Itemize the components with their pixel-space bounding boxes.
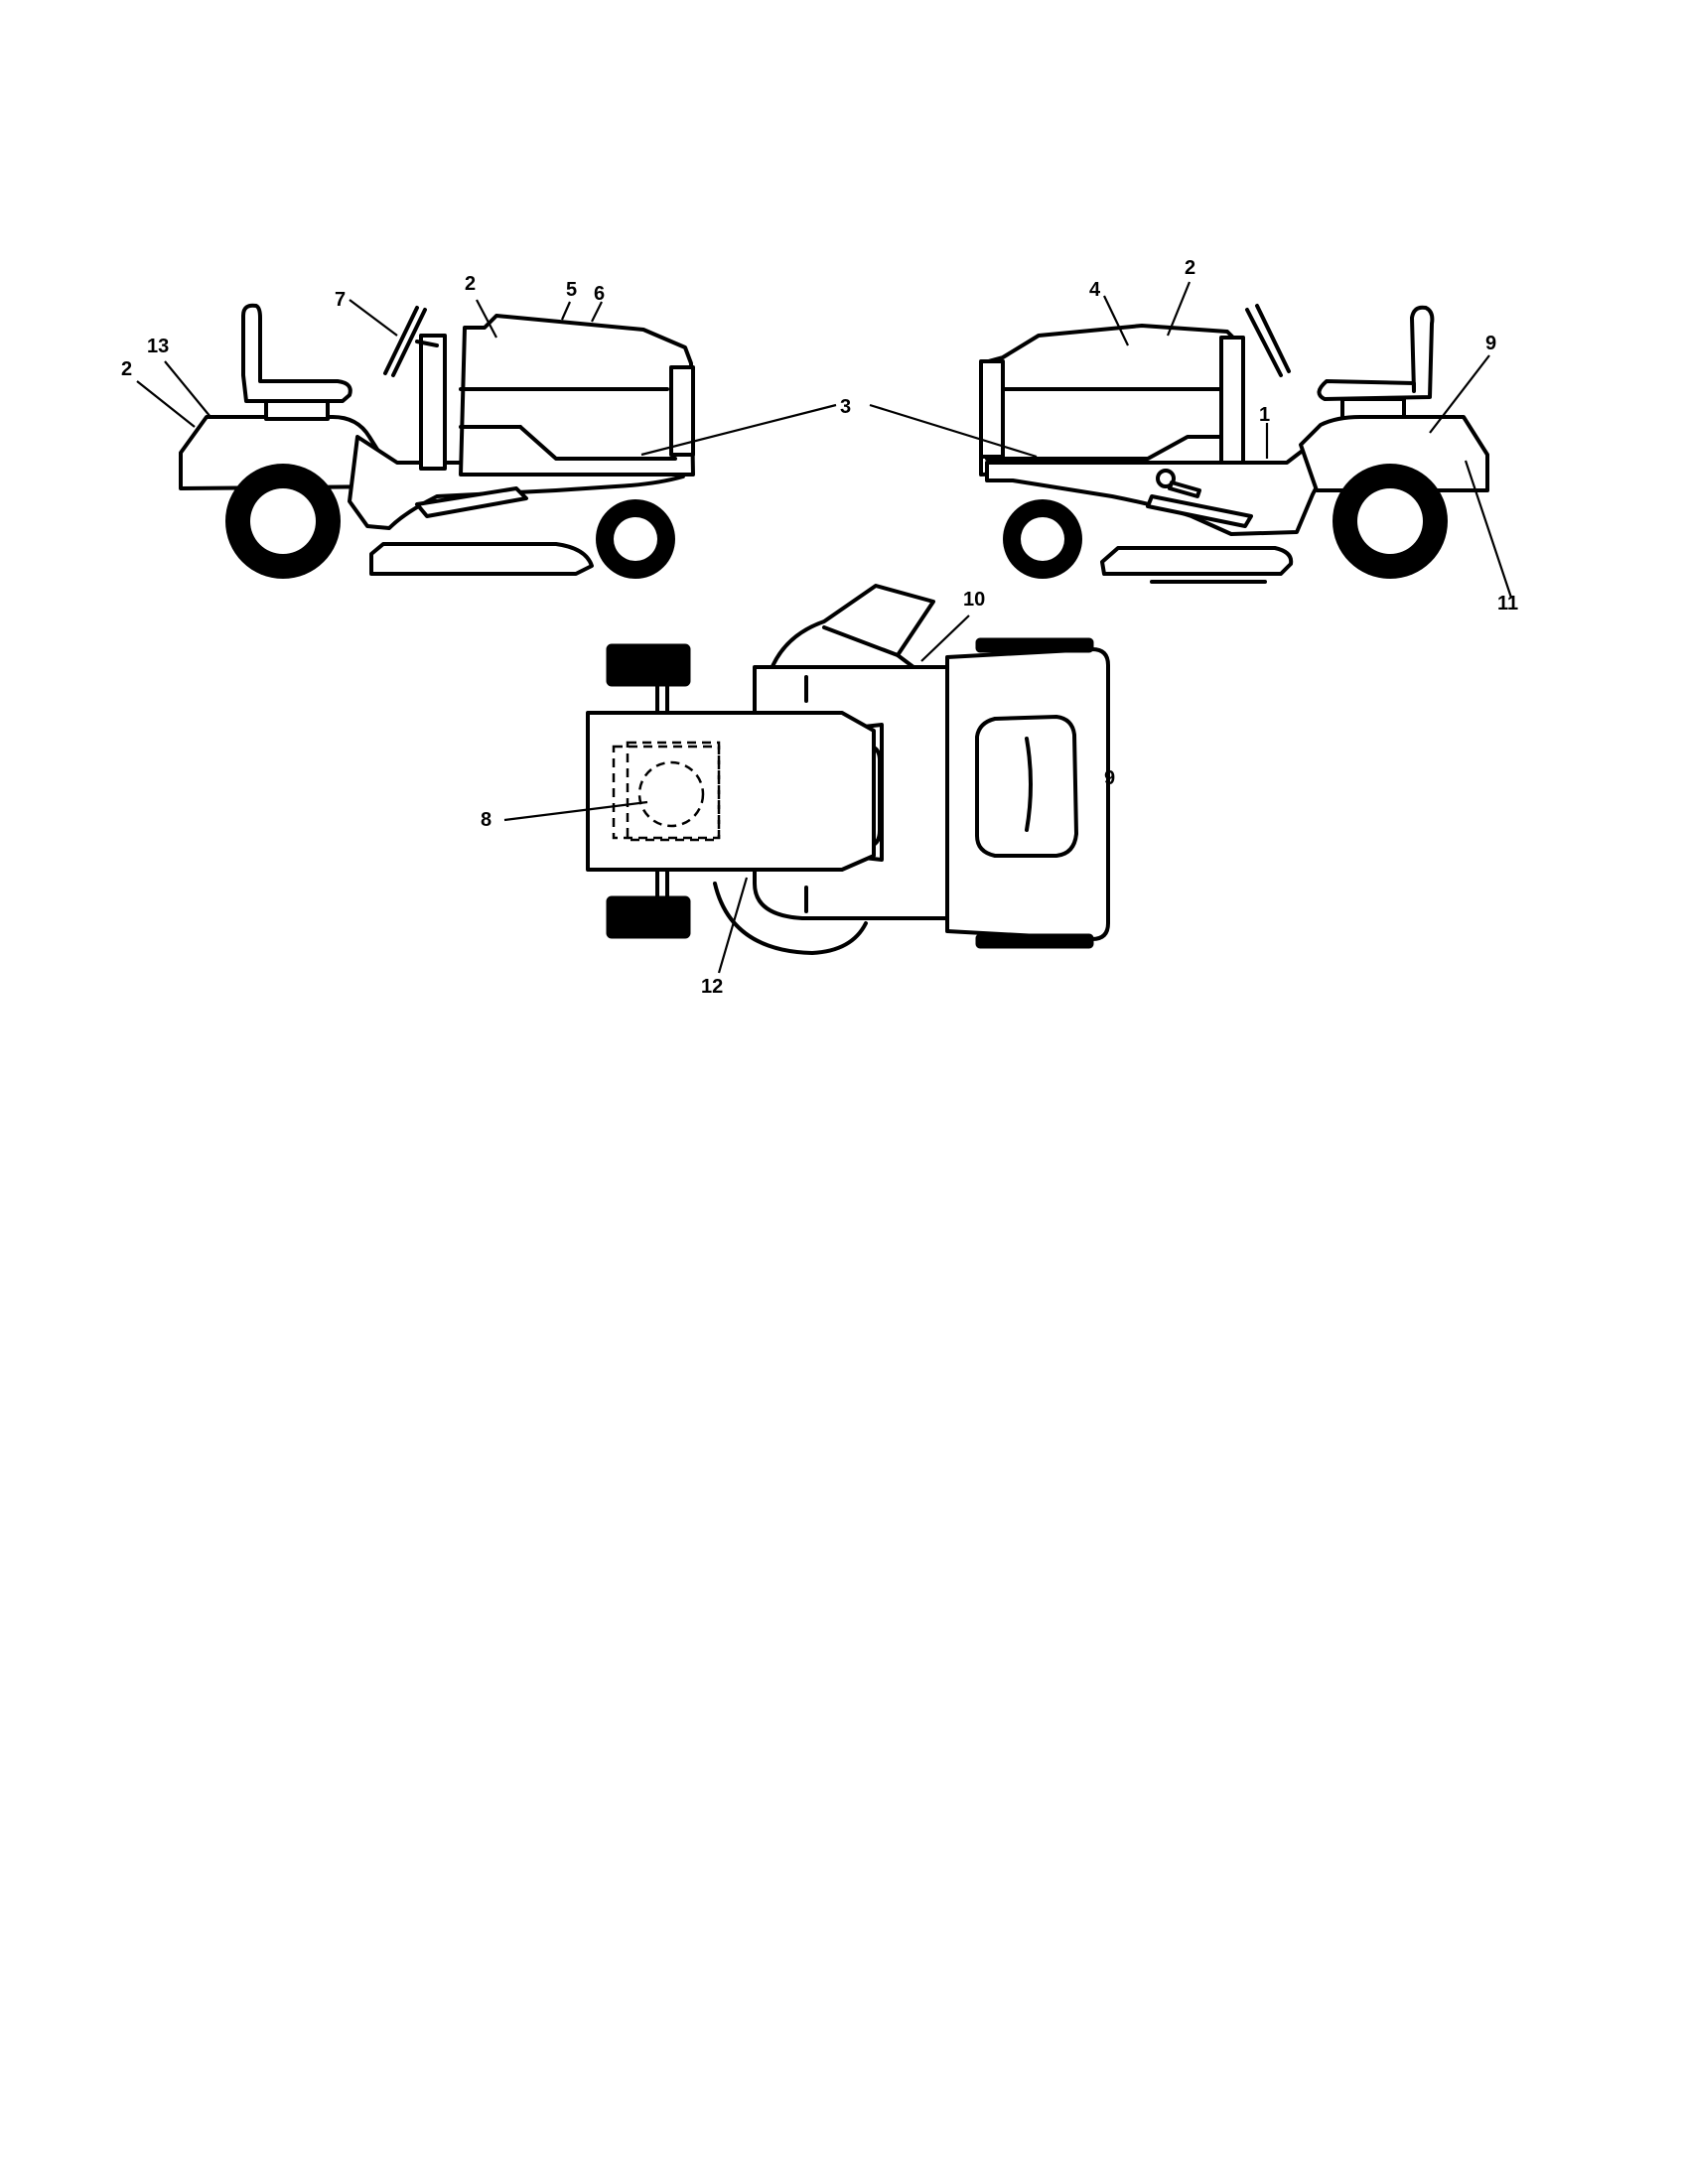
callout-right-1: 1 bbox=[1259, 404, 1270, 426]
left-view-rear-wheel bbox=[225, 464, 341, 579]
right-view-seat bbox=[1317, 305, 1435, 401]
callout-left-2b: 2 bbox=[465, 273, 476, 295]
top-view-discharge-chute bbox=[769, 584, 935, 673]
left-view-seat-base bbox=[264, 399, 330, 421]
top-view-hood bbox=[586, 711, 876, 872]
top-view bbox=[586, 584, 1110, 955]
callout-3: 3 bbox=[840, 396, 851, 418]
callout-top-12: 12 bbox=[701, 976, 723, 998]
callout-left-5: 5 bbox=[566, 279, 577, 301]
callout-left-2a: 2 bbox=[121, 358, 132, 380]
right-view-front-wheel bbox=[1003, 499, 1082, 579]
left-view-frame-rail bbox=[348, 435, 687, 530]
right-view-mower-deck bbox=[1100, 546, 1294, 576]
callout-right-11: 11 bbox=[1497, 593, 1518, 614]
left-view-seat bbox=[241, 303, 352, 403]
right-view-rear-fender bbox=[1299, 415, 1489, 492]
top-view-front-right-wheel bbox=[606, 895, 691, 939]
right-side-view bbox=[979, 304, 1489, 584]
callout-left-6: 6 bbox=[594, 283, 605, 305]
right-view-grille bbox=[979, 359, 1005, 459]
callout-right-9: 9 bbox=[1485, 333, 1496, 354]
callout-top-10: 10 bbox=[963, 589, 985, 611]
leader-lines bbox=[136, 281, 1513, 974]
right-view-steering-wheel bbox=[1245, 304, 1291, 377]
left-side-view bbox=[179, 303, 695, 579]
callout-top-9: 9 bbox=[1104, 767, 1115, 789]
top-view-front-left-wheel bbox=[606, 643, 691, 687]
left-view-mower-deck bbox=[369, 542, 594, 576]
right-view-rear-wheel bbox=[1333, 464, 1448, 579]
left-view-front-wheel bbox=[596, 499, 675, 579]
left-view-steering-wheel bbox=[383, 306, 427, 377]
callout-top-8: 8 bbox=[481, 809, 491, 831]
top-view-seat bbox=[975, 715, 1078, 858]
callout-right-4: 4 bbox=[1089, 279, 1101, 301]
callout-left-13: 13 bbox=[147, 336, 169, 357]
callout-right-2: 2 bbox=[1185, 257, 1195, 279]
callout-labels: 2 13 7 2 5 6 3 4 2 9 1 11 10 9 8 12 bbox=[121, 257, 1518, 998]
left-view-grille bbox=[669, 365, 695, 457]
callout-left-7: 7 bbox=[335, 289, 346, 311]
